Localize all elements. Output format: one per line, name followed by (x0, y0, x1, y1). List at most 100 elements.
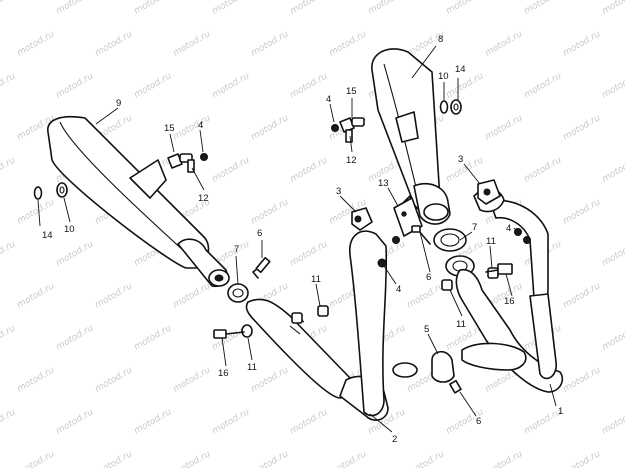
watermark-text: motod.ru (484, 29, 525, 58)
callout-16-right: 16 (504, 296, 515, 307)
callout-11-mid: 11 (311, 274, 321, 285)
watermark-text: motod.ru (211, 0, 252, 17)
watermark-text: motod.ru (406, 449, 447, 468)
watermark-text: motod.ru (523, 71, 564, 100)
watermark-text: motod.ru (289, 239, 330, 268)
watermark-text: motod.ru (445, 0, 486, 17)
callout-6-left: 6 (257, 228, 262, 239)
watermark-text: motod.ru (601, 323, 625, 352)
hardware (33, 99, 531, 394)
watermark-text: motod.ru (16, 449, 57, 468)
watermark-text: motod.ru (601, 155, 625, 184)
watermark-text: motod.ru (133, 71, 174, 100)
watermark-text: motod.ru (523, 155, 564, 184)
watermark-text: motod.ru (250, 449, 291, 468)
callout-8: 8 (438, 34, 443, 45)
watermark-text: motod.ru (562, 365, 603, 394)
callout-11-right: 11 (486, 236, 496, 247)
watermark-text: motod.ru (484, 113, 525, 142)
watermark-text: motod.ru (601, 0, 625, 17)
watermark-text: motod.ru (289, 0, 330, 17)
callout-12-right: 12 (346, 155, 357, 166)
watermark-text: motod.ru (94, 281, 135, 310)
callout-2: 2 (392, 434, 397, 445)
watermark-text: motod.ru (172, 449, 213, 468)
watermark-text: motod.ru (172, 29, 213, 58)
callout-14-right: 14 (455, 64, 466, 75)
callout-13: 13 (378, 178, 389, 189)
callout-7-right: 7 (472, 222, 477, 233)
callout-9: 9 (116, 98, 121, 109)
watermark-text: motod.ru (289, 407, 330, 436)
callouts: 1 2 3 3 4 4 4 4 5 6 6 6 7 7 8 9 10 10 11… (42, 34, 563, 445)
watermark-text: motod.ru (94, 449, 135, 468)
callout-7-left: 7 (234, 244, 239, 255)
watermark-text: motod.ru (211, 155, 252, 184)
callout-3-right: 3 (458, 154, 463, 165)
callout-1: 1 (558, 406, 563, 417)
watermark-text: motod.ru (601, 239, 625, 268)
watermark-text: motod.ru (16, 197, 57, 226)
watermark-text: motod.ru (16, 29, 57, 58)
callout-6-bottom: 6 (476, 416, 481, 427)
rear-pipe-1 (455, 188, 564, 393)
right-clamp-ring (433, 228, 475, 277)
watermark-text: motod.ru (562, 197, 603, 226)
watermark-text: motod.ru (133, 0, 174, 17)
watermark-text: motod.ru (250, 113, 291, 142)
watermark-text: motod.ru (172, 281, 213, 310)
watermark-text: motod.ru (523, 0, 564, 17)
watermark-text: motod.ru (445, 155, 486, 184)
front-pipe-2 (245, 230, 418, 421)
watermark-text: motod.ru (562, 29, 603, 58)
callout-5: 5 (424, 324, 429, 335)
callout-15-right: 15 (346, 86, 357, 97)
watermark-text: motod.ru (172, 365, 213, 394)
callout-11-lower: 11 (456, 319, 466, 330)
callout-4-mid: 4 (396, 284, 401, 295)
callout-4-right: 4 (506, 223, 511, 234)
callout-10-right: 10 (438, 71, 449, 82)
watermark-text: motod.ru (601, 71, 625, 100)
watermark-text: motod.ru (484, 449, 525, 468)
watermark-text: motod.ru (16, 365, 57, 394)
watermark-text: motod.ru (133, 323, 174, 352)
watermark-text: motod.ru (250, 197, 291, 226)
watermark-text: motod.ru (0, 239, 18, 268)
watermark-text: motod.ru (55, 0, 96, 17)
callout-11-left: 11 (247, 362, 257, 373)
left-clamp-ring (227, 283, 249, 303)
watermark-text: motod.ru (562, 449, 603, 468)
callout-3-left: 3 (336, 186, 341, 197)
watermark-text: motod.ru (55, 407, 96, 436)
watermark-text: motod.ru (289, 71, 330, 100)
watermark-text: motod.ru (172, 113, 213, 142)
watermark-text: motod.ru (0, 71, 18, 100)
callout-12-left: 12 (198, 193, 209, 204)
watermark-text: motod.ru (94, 365, 135, 394)
callout-4-top: 4 (326, 94, 331, 105)
left-muffler (47, 116, 230, 288)
watermark-text: motod.ru (562, 281, 603, 310)
watermark-text: motod.ru (289, 155, 330, 184)
watermark-text: motod.ru (328, 29, 369, 58)
callout-4-left: 4 (198, 120, 203, 131)
leader-lines (37, 45, 557, 433)
callout-10-left: 10 (64, 224, 75, 235)
watermark-text: motod.ru (211, 71, 252, 100)
watermark-text: motod.ru (601, 407, 625, 436)
watermark-text: motod.ru (445, 71, 486, 100)
watermark-text: motod.ru (55, 239, 96, 268)
callout-14-left: 14 (42, 230, 53, 241)
callout-15-left: 15 (164, 123, 175, 134)
watermark-text: motod.ru (562, 113, 603, 142)
watermark-text: motod.ru (250, 29, 291, 58)
watermark-text: motod.ru (211, 407, 252, 436)
watermark-text: motod.ru (367, 0, 408, 17)
callout-6-mid: 6 (426, 272, 431, 283)
watermark-text: motod.ru (0, 407, 18, 436)
watermark-text: motod.ru (94, 29, 135, 58)
watermark-text: motod.ru (328, 449, 369, 468)
